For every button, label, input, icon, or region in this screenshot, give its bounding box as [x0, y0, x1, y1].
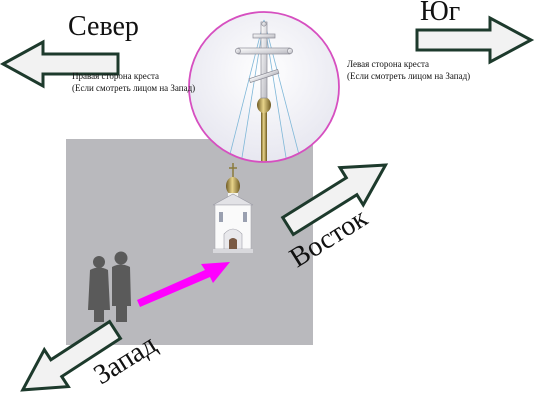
chapel-icon: [212, 163, 254, 253]
south-label: Юг: [420, 0, 460, 27]
facing-pointer-arrow: [137, 262, 230, 307]
cross-closeup-inset: [188, 11, 340, 163]
west-arrow: [20, 319, 123, 392]
orthodox-cross-icon: [235, 21, 293, 99]
east-arrow: [280, 163, 389, 237]
left-side-caption-line1: Левая сторона креста: [347, 59, 429, 69]
north-arrow: [0, 39, 120, 89]
south-arrow: [415, 15, 535, 65]
right-side-caption-line1: Правая сторона креста: [72, 71, 159, 81]
north-label: Север: [68, 11, 139, 42]
standing-people-icon: [88, 251, 131, 322]
left-side-caption-line2: (Если смотреть лицом на Запад): [347, 71, 470, 81]
ground-plane: [66, 139, 313, 345]
right-side-caption-line2: (Если смотреть лицом на Запад): [72, 83, 195, 93]
